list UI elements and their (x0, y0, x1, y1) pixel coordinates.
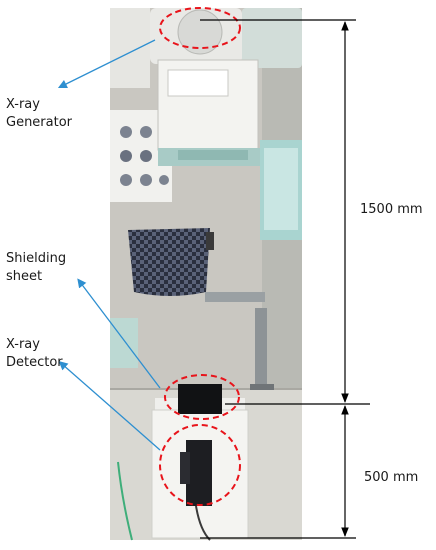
upper-dimension-label: 1500 mm (360, 202, 423, 217)
pointer-arrows (57, 39, 161, 451)
svg-text:X-ray: X-ray (6, 97, 40, 112)
shielding-ellipse (164, 374, 240, 420)
shielding-label: Shielding sheet (6, 251, 66, 284)
detector-cabinet (151, 384, 249, 541)
collimator-panel (260, 140, 302, 240)
generator-ellipse (159, 7, 241, 49)
svg-text:sheet: sheet (6, 269, 42, 284)
generator-arrow (57, 39, 156, 89)
detector-arrow (58, 360, 161, 451)
stand-arm (205, 292, 274, 390)
detector-label: X-ray Detector (6, 337, 63, 370)
detector-ellipse (159, 424, 241, 506)
xray-generator-unit (110, 8, 302, 166)
dimension-lines (200, 19, 370, 539)
highlight-ellipses (159, 7, 241, 506)
lower-dimension-label: 500 mm (364, 470, 418, 485)
svg-text:Detector: Detector (6, 355, 63, 370)
xray-room-photo (110, 8, 302, 541)
shielding-arrow (77, 278, 161, 389)
generator-label: X-ray Generator (6, 97, 73, 130)
shielding-sheet-on-wall (128, 228, 214, 296)
svg-text:Shielding: Shielding (6, 251, 66, 266)
svg-text:Generator: Generator (6, 115, 73, 130)
svg-text:X-ray: X-ray (6, 337, 40, 352)
